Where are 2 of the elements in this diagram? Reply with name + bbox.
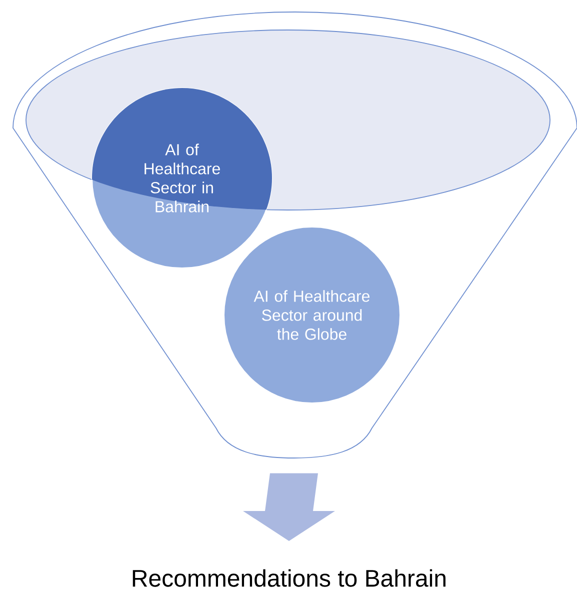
outcome-label: Recommendations to Bahrain bbox=[132, 569, 446, 587]
block-arrow bbox=[243, 473, 335, 541]
